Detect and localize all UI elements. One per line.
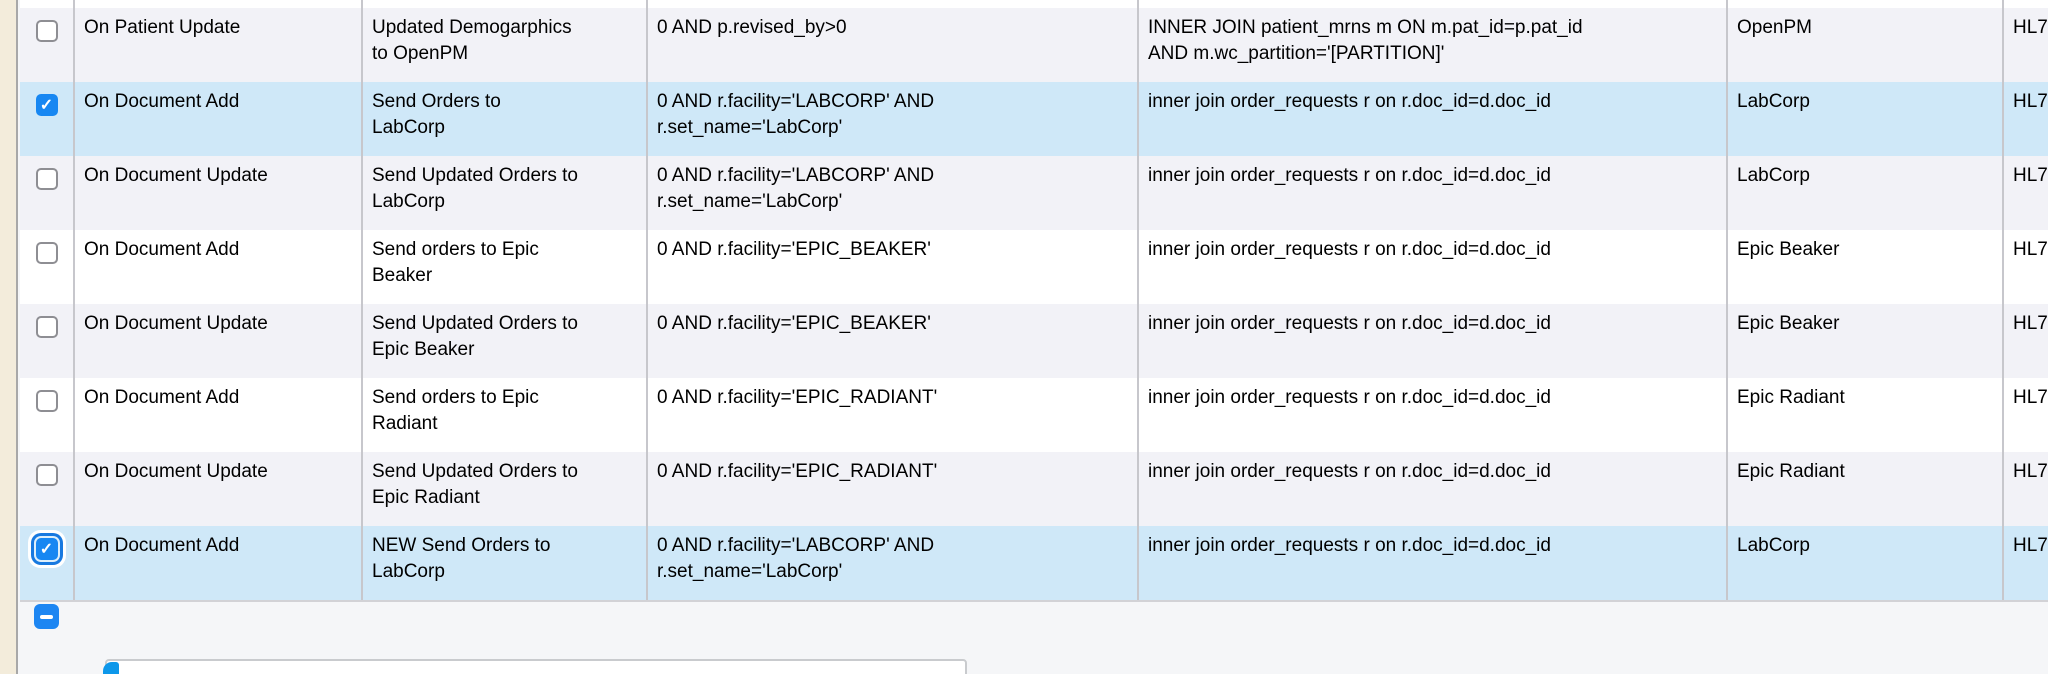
event-cell: On Document Add (73, 82, 361, 156)
row-checkbox[interactable] (35, 464, 58, 486)
table-row[interactable]: On Document Add Send orders to Epic Radi… (20, 378, 2048, 452)
description-cell: NEW Send Orders to LabCorp (361, 526, 646, 600)
join-cell: inner join order_requests r on r.doc_id=… (1137, 378, 1726, 452)
condition-cell: 0 AND r.facility='EPIC_BEAKER' (646, 230, 1137, 304)
row-checkbox[interactable] (35, 94, 58, 116)
join-cell: inner join order_requests r on r.doc_id=… (1137, 82, 1726, 156)
table-row[interactable]: On Patient Update Updated Demogarphics t… (20, 8, 2048, 82)
protocol-cell: HL7 (2002, 82, 2048, 156)
description-cell: Send orders to Epic Beaker (361, 230, 646, 304)
facility-cell: OpenPM (1726, 8, 2002, 82)
clipped-row-top (20, 0, 2048, 8)
join-cell: inner join order_requests r on r.doc_id=… (1137, 304, 1726, 378)
table-body: On Patient Update Updated Demogarphics t… (20, 8, 2048, 600)
protocol-cell: HL7 (2002, 156, 2048, 230)
panel-accent-shape (103, 662, 119, 674)
join-cell: inner join order_requests r on r.doc_id=… (1137, 156, 1726, 230)
description-cell: Send Updated Orders to LabCorp (361, 156, 646, 230)
protocol-cell: HL7 (2002, 452, 2048, 526)
minus-icon (40, 615, 53, 619)
facility-cell: Epic Beaker (1726, 304, 2002, 378)
facility-cell: Epic Radiant (1726, 378, 2002, 452)
condition-cell: 0 AND r.facility='LABCORP' AND r.set_nam… (646, 526, 1137, 600)
event-cell: On Document Add (73, 526, 361, 600)
detail-panel (105, 659, 967, 674)
left-gutter (0, 0, 18, 674)
condition-cell: 0 AND r.facility='EPIC_BEAKER' (646, 304, 1137, 378)
event-triggers-table: On Patient Update Updated Demogarphics t… (20, 0, 2048, 602)
event-cell: On Document Update (73, 156, 361, 230)
condition-cell: 0 AND r.facility='LABCORP' AND r.set_nam… (646, 82, 1137, 156)
row-checkbox[interactable] (35, 316, 58, 338)
row-checkbox[interactable] (35, 538, 58, 560)
description-cell: Send Orders to LabCorp (361, 82, 646, 156)
join-cell: inner join order_requests r on r.doc_id=… (1137, 230, 1726, 304)
event-cell: On Document Update (73, 304, 361, 378)
event-cell: On Document Add (73, 230, 361, 304)
table-row[interactable]: On Document Update Send Updated Orders t… (20, 452, 2048, 526)
row-checkbox[interactable] (35, 20, 58, 42)
facility-cell: Epic Beaker (1726, 230, 2002, 304)
row-checkbox[interactable] (35, 168, 58, 190)
table-row[interactable]: On Document Add NEW Send Orders to LabCo… (20, 526, 2048, 600)
facility-cell: Epic Radiant (1726, 452, 2002, 526)
table-row[interactable]: On Document Add Send orders to Epic Beak… (20, 230, 2048, 304)
join-cell: INNER JOIN patient_mrns m ON m.pat_id=p.… (1137, 8, 1726, 82)
condition-cell: 0 AND r.facility='EPIC_RADIANT' (646, 452, 1137, 526)
protocol-cell: HL7 (2002, 8, 2048, 82)
row-checkbox[interactable] (35, 390, 58, 412)
row-checkbox[interactable] (35, 242, 58, 264)
join-cell: inner join order_requests r on r.doc_id=… (1137, 452, 1726, 526)
condition-cell: 0 AND p.revised_by>0 (646, 8, 1137, 82)
table-row[interactable]: On Document Update Send Updated Orders t… (20, 304, 2048, 378)
event-cell: On Patient Update (73, 8, 361, 82)
facility-cell: LabCorp (1726, 82, 2002, 156)
description-cell: Send Updated Orders to Epic Beaker (361, 304, 646, 378)
table-row[interactable]: On Document Add Send Orders to LabCorp 0… (20, 82, 2048, 156)
event-cell: On Document Add (73, 378, 361, 452)
description-cell: Send orders to Epic Radiant (361, 378, 646, 452)
condition-cell: 0 AND r.facility='LABCORP' AND r.set_nam… (646, 156, 1137, 230)
condition-cell: 0 AND r.facility='EPIC_RADIANT' (646, 378, 1137, 452)
description-cell: Updated Demogarphics to OpenPM (361, 8, 646, 82)
facility-cell: LabCorp (1726, 526, 2002, 600)
event-cell: On Document Update (73, 452, 361, 526)
facility-cell: LabCorp (1726, 156, 2002, 230)
protocol-cell: HL7 (2002, 230, 2048, 304)
protocol-cell: HL7 (2002, 304, 2048, 378)
protocol-cell: HL7 (2002, 378, 2048, 452)
join-cell: inner join order_requests r on r.doc_id=… (1137, 526, 1726, 600)
remove-row-button[interactable] (34, 604, 59, 629)
protocol-cell: HL7 (2002, 526, 2048, 600)
description-cell: Send Updated Orders to Epic Radiant (361, 452, 646, 526)
table-row[interactable]: On Document Update Send Updated Orders t… (20, 156, 2048, 230)
